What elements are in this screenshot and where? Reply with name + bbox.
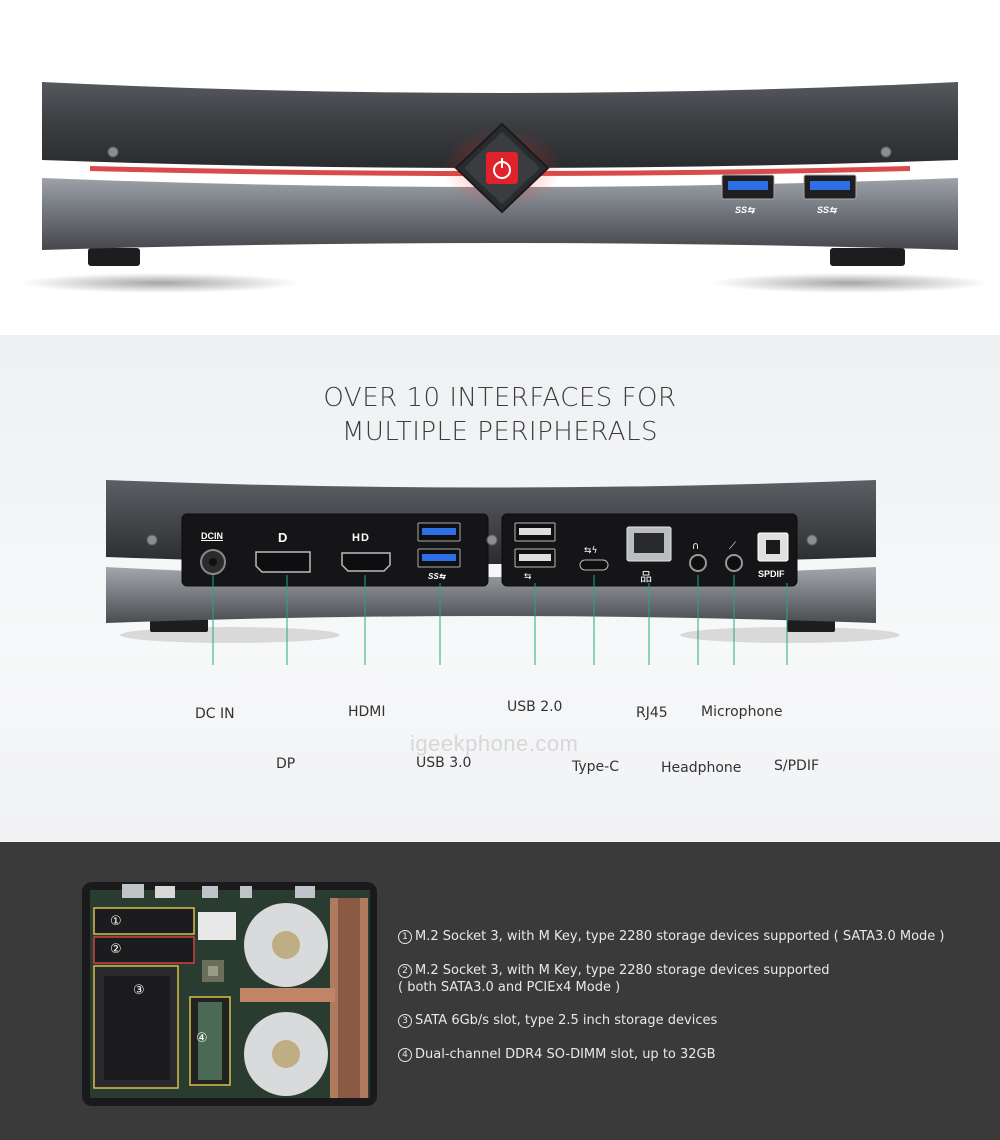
feature-1-text: M.2 Socket 3, with M Key, type 2280 stor… [415, 929, 945, 944]
feature-2-number: 2 [398, 964, 412, 978]
label-hdmi: HDMI [348, 704, 386, 720]
feature-3-text: SATA 6Gb/s slot, type 2.5 inch storage d… [415, 1013, 718, 1028]
board-marker-2: ② [110, 942, 122, 957]
label-dp: DP [276, 756, 296, 772]
front-usb-port-2: SS⇆ [803, 174, 857, 215]
feature-3-number: 3 [398, 1014, 412, 1028]
svg-text:⇆ϟ: ⇆ϟ [584, 546, 598, 556]
front-device-image: SS⇆ SS⇆ [20, 82, 990, 293]
front-view-section: SS⇆ SS⇆ [0, 0, 1000, 335]
board-marker-1: ① [110, 914, 122, 929]
svg-text:SS⇆: SS⇆ [735, 205, 756, 215]
front-usb-port-1: SS⇆ [721, 174, 775, 215]
svg-text:SS⇆: SS⇆ [817, 205, 838, 215]
svg-text:品: 品 [640, 570, 652, 584]
board-marker-4: ④ [196, 1031, 208, 1046]
motherboard-image [82, 882, 377, 1106]
feature-2-text-line2: ( both SATA3.0 and PCIEx4 Mode ) [398, 980, 621, 995]
ports-section: OVER 10 INTERFACES FOR MULTIPLE PERIPHER… [0, 335, 1000, 842]
svg-text:∩: ∩ [692, 541, 699, 552]
panel-dp-logo: D [278, 530, 288, 545]
watermark: igeekphone.com [410, 731, 579, 756]
rear-device-image: SS⇆ ⇆ ⇆ϟ 品 ∩ ⟋ [106, 480, 900, 665]
label-rj45: RJ45 [636, 705, 668, 721]
headline-line-1: OVER 10 INTERFACES FOR [323, 383, 677, 413]
feature-4-number: 4 [398, 1048, 412, 1062]
svg-text:SS⇆: SS⇆ [428, 572, 447, 581]
feature-4-text: Dual-channel DDR4 SO-DIMM slot, up to 32… [415, 1047, 716, 1062]
label-headphone: Headphone [661, 760, 742, 776]
label-microphone: Microphone [701, 704, 783, 720]
label-type-c: Type-C [572, 759, 619, 775]
panel-hd-logo: HD [352, 532, 370, 544]
label-usb-3: USB 3.0 [416, 755, 472, 771]
panel-dcin-text: DCIN [201, 531, 223, 541]
feature-1-number: 1 [398, 930, 412, 944]
label-usb-2: USB 2.0 [507, 699, 563, 715]
label-spdif: S/PDIF [774, 758, 820, 774]
svg-text:⟋: ⟋ [729, 541, 736, 552]
feature-2-text-line1: M.2 Socket 3, with M Key, type 2280 stor… [415, 963, 830, 978]
label-dc-in: DC IN [195, 706, 235, 722]
svg-text:⇆: ⇆ [524, 572, 532, 582]
panel-spdif-text: SPDIF [758, 569, 785, 579]
headline-line-2: MULTIPLE PERIPHERALS [341, 417, 659, 447]
board-marker-3: ③ [133, 983, 145, 998]
